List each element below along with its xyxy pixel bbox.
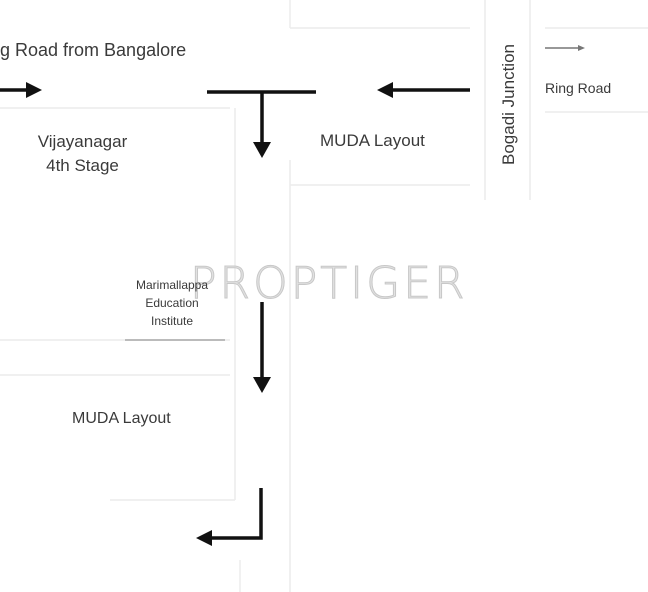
arrow-turn-left xyxy=(196,488,263,546)
arrow-down-junction xyxy=(253,92,271,158)
label-vijayanagar: Vijayanagar 4th Stage xyxy=(37,132,128,175)
arrow-down-institute xyxy=(253,302,271,393)
watermark: PROPTIGER xyxy=(190,258,468,310)
label-ring-road-from-bangalore: g Road from Bangalore xyxy=(0,40,187,60)
label-ring-road: Ring Road xyxy=(545,80,612,96)
arrow-right-top-left xyxy=(0,82,42,98)
label-bogadi-junction: Bogadi Junction xyxy=(499,44,518,165)
arrow-left-ring-road xyxy=(377,82,470,98)
route-arrows xyxy=(0,82,470,546)
label-muda-layout-top: MUDA Layout xyxy=(320,131,425,150)
label-institute: Marimallappa Education Institute xyxy=(135,278,209,328)
label-muda-layout-bottom: MUDA Layout xyxy=(72,410,171,427)
ring-road-arrow-icon xyxy=(545,45,585,51)
